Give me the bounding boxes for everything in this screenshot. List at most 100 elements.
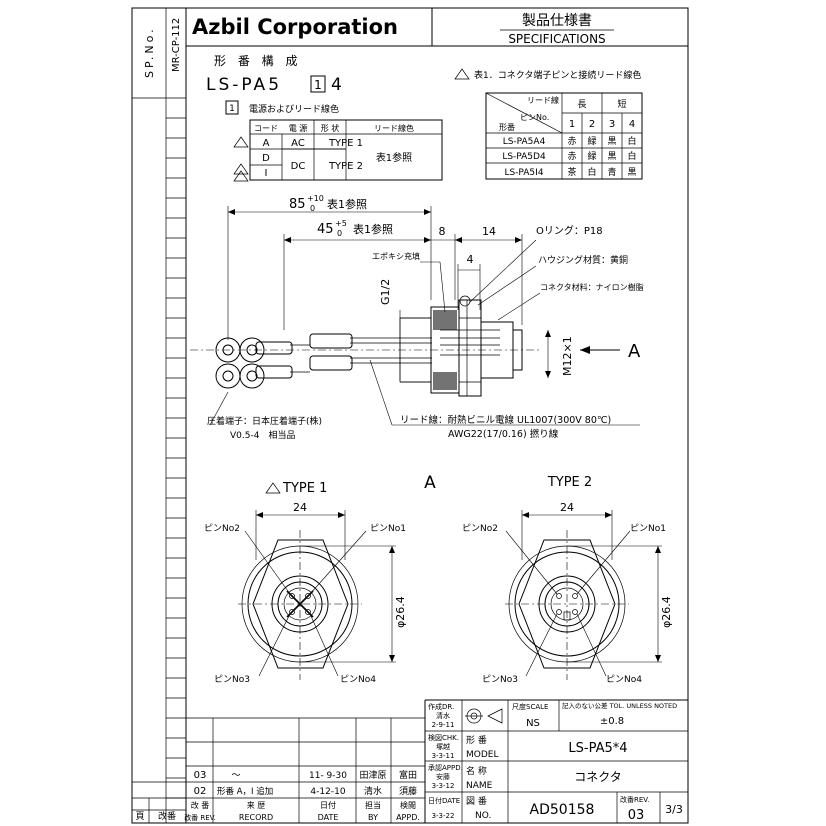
pin-row-2-c4: 白 <box>627 150 636 162</box>
view-arrow-label: A <box>628 341 641 362</box>
code-table-lead-note: 表1参照 <box>376 151 412 164</box>
code-row-d-power: DC <box>291 161 306 172</box>
pin-row-1-model: LS-PA5A4 <box>503 137 546 147</box>
model-label-en: MODEL <box>466 750 498 760</box>
pin-row-1-c3: 黒 <box>607 136 616 147</box>
type2-end-view <box>505 510 662 680</box>
rev-row-2-record: 形番 A，I 追加 <box>217 786 273 797</box>
dim-45: 45 <box>317 222 334 237</box>
legend-box-text: 1 <box>229 104 235 114</box>
lead-note-1: リード線：耐熱ビニル電線 UL1007(300V 80℃) <box>400 414 611 426</box>
code-table-hdr-code: コード <box>254 124 278 133</box>
chk-label: 検図CHK. <box>428 733 459 742</box>
code-row-d-code: D <box>262 153 270 164</box>
lead-wires <box>290 337 432 373</box>
code-table <box>249 119 443 181</box>
tol-value: ±0.8 <box>600 716 624 727</box>
dim-85: 85 <box>289 197 306 212</box>
code-table-hdr-lead: リード線色 <box>374 123 414 133</box>
appd-header-jp: 検閲 <box>400 800 416 810</box>
model-heading: 形 番 構 成 <box>214 54 301 68</box>
model-code-box <box>310 75 326 93</box>
pin-table-hdr-short: 短 <box>617 98 626 110</box>
dim-14: 14 <box>482 225 496 238</box>
no-label-en: NO. <box>475 811 491 821</box>
chk-name: 塚越 <box>436 742 450 751</box>
rev-label: 改番REV. <box>620 795 649 804</box>
tol-label: 記入のない公差 TOL. UNLESS NOTED <box>562 701 677 710</box>
name-label-en: NAME <box>466 781 493 791</box>
rev-row-1-by: 田津原 <box>359 770 386 781</box>
outer-frame <box>131 7 689 824</box>
drawing-number: AD50158 <box>530 802 595 818</box>
title-block-grid <box>424 699 688 823</box>
pin-row-2-c3: 黒 <box>607 151 616 162</box>
code-row-a-code: A <box>263 138 270 149</box>
projection-symbol-icon <box>465 708 503 724</box>
type2-dim-dia: φ26.4 <box>660 596 673 628</box>
pin-table-pin-4: 4 <box>629 119 635 130</box>
model-prefix: LS-PA5 <box>206 75 282 95</box>
pin-table-pin-2: 2 <box>589 119 595 130</box>
type2-pin3-label: ピンNo3 <box>482 674 518 685</box>
dim-45-tol-upper: +5 <box>335 219 347 228</box>
housing-note: ハウジング材質：黄銅 <box>538 254 628 266</box>
rev-value: 03 <box>628 808 645 823</box>
revision-block-grid <box>132 717 425 823</box>
type1-end-view <box>238 510 396 680</box>
sheet-number: 3/3 <box>665 803 683 816</box>
pin-table-hdr-pin: ピンNo. <box>520 113 549 122</box>
rev-row-1-record: ～ <box>231 771 240 781</box>
model-value: LS-PA5*4 <box>568 741 627 756</box>
pin-row-3-c2: 白 <box>587 166 596 178</box>
type2-pin2-label: ピンNo2 <box>462 523 498 534</box>
code-row-a-shape: TYPE 1 <box>328 138 363 149</box>
pin-table-pin-1: 1 <box>569 119 575 130</box>
page-header: 頁 <box>135 811 144 822</box>
code-row-d-shape: TYPE 2 <box>328 161 363 172</box>
rev-row-1-rev: 03 <box>194 770 207 781</box>
pin-row-1-c2: 緑 <box>587 135 596 147</box>
type2-label: TYPE 2 <box>547 475 592 490</box>
dim-8: 8 <box>439 225 446 238</box>
pin-row-3-c4: 黒 <box>627 167 636 178</box>
dim-85-note: 表1参照 <box>327 197 367 211</box>
pin-row-1-c1: 赤 <box>567 136 576 147</box>
type1-dim-24: 24 <box>293 501 307 514</box>
title-en: SPECIFICATIONS <box>508 32 605 46</box>
pin-table-pin-3: 3 <box>609 119 615 130</box>
type1-pin3-label: ピンNo3 <box>214 674 250 685</box>
type1-pin4-label: ピンNo4 <box>340 674 376 685</box>
legend-text: 電源およびリード線色 <box>249 103 339 115</box>
type1-dim-dia: φ26.4 <box>394 596 407 628</box>
model-label-jp: 形 番 <box>466 734 487 746</box>
kaiban-header: 改番 <box>158 810 176 822</box>
rev-row-2-by: 清水 <box>364 785 382 797</box>
pin-table-hdr-lead: リード線 <box>527 95 559 105</box>
pin-table <box>485 92 643 180</box>
oring-note: Oリング：P18 <box>536 224 603 237</box>
pin-row-2-model: LS-PA5D4 <box>502 152 546 162</box>
pin-row-3-model: LS-PA5I4 <box>504 168 543 178</box>
code-table-hdr-power: 電 源 <box>289 124 308 133</box>
dim-45-tol-lower: 0 <box>337 229 342 238</box>
rev-row-2-appd: 須藤 <box>399 785 417 797</box>
model-suffix: 4 <box>331 75 342 95</box>
name-label-jp: 名 称 <box>466 765 487 777</box>
end-view-label: A <box>424 473 436 493</box>
rev-header-jp: 改 番 <box>191 800 210 810</box>
appd-header-en: APPD. <box>396 813 420 822</box>
pin-table-hdr-long: 長 <box>577 99 586 110</box>
connector-side-view <box>190 295 540 397</box>
by-header-jp: 担当 <box>365 800 381 810</box>
dim-85-tol-upper: +10 <box>307 194 324 203</box>
type1-pin2-label: ピンNo2 <box>204 523 240 534</box>
type2-dim-24: 24 <box>560 501 574 514</box>
connector-material-note: コネクタ材料：ナイロン樹脂 <box>540 282 644 292</box>
no-label-jp: 図 番 <box>466 795 487 807</box>
title-jp: 製品仕様書 <box>522 13 592 29</box>
crimp-terminals <box>215 333 353 389</box>
name-value: コネクタ <box>574 770 622 784</box>
